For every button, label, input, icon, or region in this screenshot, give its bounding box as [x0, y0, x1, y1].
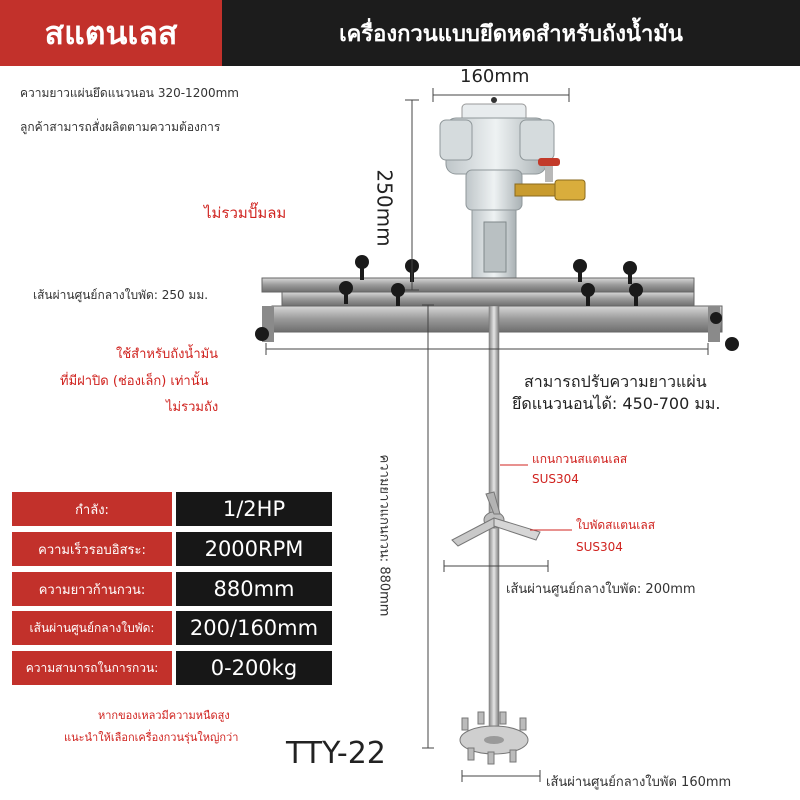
dimension-lines	[265, 88, 709, 782]
spec-label: ความยาวก้านกวน:	[12, 572, 172, 606]
blade-material-1: ใบพัดสแตนเลส	[576, 518, 656, 532]
custom-order-note: ลูกค้าสามารถสั่งผลิตตามความต้องการ	[20, 120, 221, 134]
spec-row-blade-diameter: เส้นผ่านศูนย์กลางใบพัด: 200/160mm	[12, 611, 332, 645]
model-label: TTY-22	[286, 736, 386, 771]
spec-label: ความเร็วรอบอิสระ:	[12, 532, 172, 566]
sawtooth-disc	[459, 711, 529, 765]
spec-value: 880mm	[176, 572, 332, 606]
spec-row-shaft-length: ความยาวก้านกวน: 880mm	[12, 572, 332, 606]
bar-length-note: ความยาวแผ่นยึดแนวนอน 320-1200mm	[20, 86, 239, 100]
spec-label: กำลัง:	[12, 492, 172, 526]
clamp-bars	[261, 277, 723, 342]
motor-height-label: 250mm	[372, 169, 397, 247]
header-badge: สแตนเลส	[0, 0, 222, 66]
spec-row-speed: ความเร็วรอบอิสระ: 2000RPM	[12, 532, 332, 566]
motor-column	[465, 209, 525, 293]
spec-value: 0-200kg	[176, 651, 332, 685]
spec-row-capacity: ความสามารถในการกวน: 0-200kg	[12, 651, 332, 685]
adjust-note-1: สามารถปรับความยาวแผ่น	[524, 372, 707, 391]
spec-value: 200/160mm	[176, 611, 332, 645]
blade-material-2: SUS304	[576, 540, 623, 554]
no-pump-note: ไม่รวมปั๊มลม	[204, 204, 287, 222]
adjust-note-2: ยึดแนวนอนได้: 450-700 มม.	[512, 394, 721, 413]
mid-blade-diameter: เส้นผ่านศูนย์กลางใบพัด: 200mm	[506, 582, 696, 597]
viscosity-note-1: หากของเหลวมีความหนืดสูง	[98, 709, 230, 722]
usage-note-1: ใช้สำหรับถังน้ำมัน	[116, 347, 219, 362]
bottom-blade-diameter: เส้นผ่านศูนย์กลางใบพัด 160mm	[546, 775, 732, 790]
header-title: เครื่องกวนแบบยึดหดสำหรับถังน้ำมัน	[222, 0, 800, 66]
shaft-material-2: SUS304	[532, 472, 579, 486]
viscosity-note-2: แนะนำให้เลือกเครื่องกวนรุ่นใหญ่กว่า	[64, 731, 239, 744]
motor-width-label: 160mm	[460, 66, 530, 87]
usage-note-3: ไม่รวมถัง	[166, 400, 219, 415]
spec-label: ความสามารถในการกวน:	[12, 651, 172, 685]
usage-note-2: ที่มีฝาปิด (ช่องเล็ก) เท่านั้น	[60, 374, 209, 389]
shaft-length-label: ความยาวแกนกวน: 880mm	[376, 454, 392, 617]
shaft-material-1: แกนกวนสแตนเลส	[532, 452, 628, 466]
spec-value: 1/2HP	[176, 492, 332, 526]
upper-blade-diameter: เส้นผ่านศูนย์กลางใบพัด: 250 มม.	[33, 288, 209, 302]
motor	[439, 97, 555, 211]
spec-row-power: กำลัง: 1/2HP	[12, 492, 332, 526]
propeller-blade	[451, 491, 541, 547]
spec-label: เส้นผ่านศูนย์กลางใบพัด:	[12, 611, 172, 645]
knob-set	[255, 255, 739, 351]
spec-value: 2000RPM	[176, 532, 332, 566]
stirring-shaft	[488, 305, 500, 747]
air-valve	[514, 158, 586, 201]
